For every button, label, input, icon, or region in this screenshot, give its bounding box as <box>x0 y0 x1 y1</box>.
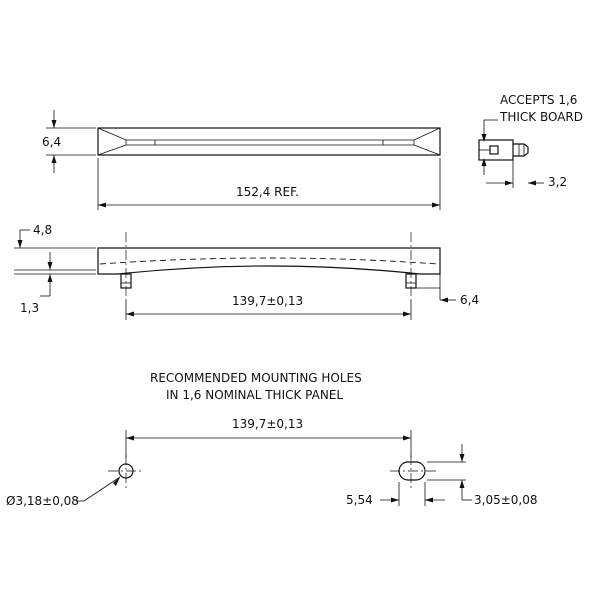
dim-side-width-label: 3,2 <box>548 175 567 189</box>
front-view <box>97 232 441 300</box>
slot-hole <box>390 455 436 490</box>
dim-front-height: 4,8 <box>14 223 96 275</box>
dim-top-height: 6,4 <box>42 110 96 173</box>
accepts-line2: THICK BOARD <box>499 110 583 124</box>
side-view: ACCEPTS 1,6 THICK BOARD <box>478 93 583 175</box>
dim-overall-length-label: 152,4 REF. <box>236 185 299 199</box>
holes-title-line1: RECOMMENDED MOUNTING HOLES <box>150 371 362 385</box>
round-hole-dia-label: Ø3,18±0,08 <box>6 494 79 508</box>
dim-slot-width-label: 3,05±0,08 <box>474 493 538 507</box>
top-view <box>97 127 441 156</box>
dim-top-height-label: 6,4 <box>42 135 61 149</box>
dim-slot-length: 5,54 <box>346 482 445 507</box>
dim-front-foot-label: 1,3 <box>20 301 39 315</box>
round-hole: Ø3,18±0,08 <box>6 455 144 508</box>
dim-front-foot: 1,3 <box>14 252 96 315</box>
dim-hole-spacing-label: 139,7±0,13 <box>232 417 303 431</box>
dim-side-width: 3,2 <box>486 160 567 189</box>
dim-stud-spacing-label: 139,7±0,13 <box>232 294 303 308</box>
holes-title-line2: IN 1,6 NOMINAL THICK PANEL <box>166 388 343 402</box>
dim-hole-spacing: 139,7±0,13 <box>125 417 412 458</box>
accepts-line1: ACCEPTS 1,6 <box>500 93 577 107</box>
dim-front-stud-length: 6,4 <box>416 273 479 307</box>
dim-stud-spacing: 139,7±0,13 <box>125 294 412 320</box>
dim-front-height-label: 4,8 <box>33 223 52 237</box>
dim-slot-length-label: 5,54 <box>346 493 373 507</box>
dim-slot-width: 3,05±0,08 <box>427 444 538 507</box>
dim-front-stud-length-label: 6,4 <box>460 293 479 307</box>
dim-overall-length: 152,4 REF. <box>97 158 441 210</box>
